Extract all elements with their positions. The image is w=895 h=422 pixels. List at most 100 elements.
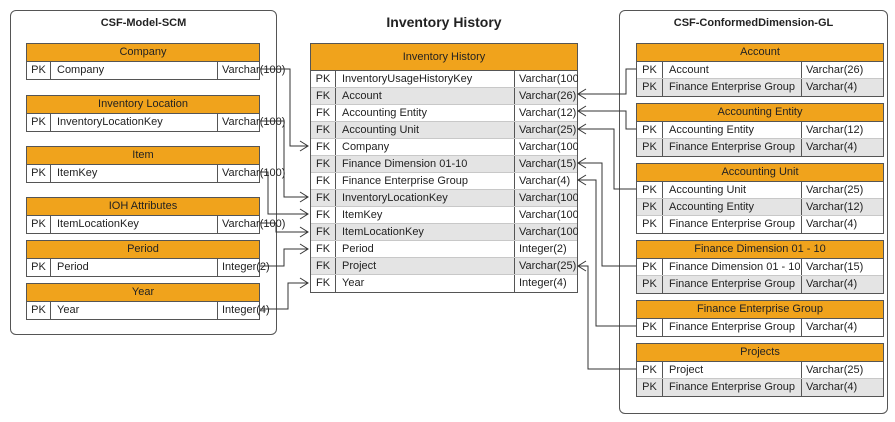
type-cell: Integer(4) [514,275,578,292]
table-row: FK ItemKey Varchar(100) [311,207,578,224]
field-cell: Finance Enterprise Group [342,175,468,187]
crowfoot-accounting-unit [577,123,587,135]
link-account [578,68,636,95]
link-accounting-entity [578,110,636,130]
table-header: IOH Attributes [27,198,259,216]
link-ioh-attributes [260,222,308,233]
key-cell: PK [27,259,51,276]
crowfoot-ioh-attributes [299,226,309,238]
key-cell: PK [637,79,663,96]
key-cell: PK [637,276,663,293]
table-row: PK Project Varchar(25) [637,362,883,379]
table-row: PK Accounting Entity Varchar(12) [637,122,883,139]
key-cell: PK [637,139,663,156]
table-row: PK Finance Enterprise Group Varchar(4) [637,139,883,156]
field-cell: Accounting Entity [669,124,754,136]
key-cell: PK [637,362,663,378]
key-cell: FK [311,207,336,223]
link-projects [578,265,636,370]
field-cell: Finance Enterprise Group [669,321,795,333]
left-group-title: CSF-Model-SCM [100,17,187,29]
type-cell: Varchar(100) [217,165,285,182]
field-cell: InventoryUsageHistoryKey [342,73,473,85]
crowfoot-inventory-location [299,191,309,203]
field-cell: ItemKey [342,209,383,221]
key-cell: FK [311,88,336,104]
table-header: Finance Enterprise Group [637,301,883,319]
table-header: Inventory History [311,44,577,71]
table-header: Company [27,44,259,62]
type-cell: Varchar(4) [801,276,883,293]
key-cell: FK [311,173,336,189]
key-cell: FK [311,139,336,155]
table-header: Year [27,284,259,302]
type-cell: Varchar(100) [514,207,578,223]
field-cell: Project [342,260,377,272]
type-cell: Varchar(100) [217,216,285,233]
crowfoot-year [299,277,309,289]
key-cell: PK [27,216,51,233]
type-cell: Varchar(12) [801,122,883,138]
field-cell: Project [669,364,704,376]
type-cell: Varchar(100) [514,224,578,240]
type-cell: Varchar(100) [217,62,285,79]
type-cell: Integer(2) [514,241,578,257]
type-cell: Varchar(4) [801,216,883,233]
field-cell: ItemLocationKey [57,218,139,230]
type-cell: Varchar(25) [801,362,883,378]
type-cell: Varchar(15) [801,259,883,275]
table-header: Inventory Location [27,96,259,114]
key-cell: PK [637,259,663,275]
key-cell: PK [637,319,663,336]
field-cell: Accounting Unit [669,184,747,196]
type-cell: Varchar(4) [801,319,883,336]
table-header: Account [637,44,883,62]
field-cell: Finance Enterprise Group [669,141,795,153]
key-cell: PK [637,122,663,138]
type-cell: Varchar(100) [514,190,578,206]
type-cell: Varchar(4) [801,379,883,396]
key-cell: PK [27,302,51,319]
type-cell: Varchar(12) [801,199,883,215]
type-cell: Varchar(4) [801,139,883,156]
table-header: Accounting Entity [637,104,883,122]
link-period [260,248,308,267]
field-cell: Period [57,261,89,273]
type-cell: Varchar(25) [514,258,578,274]
key-cell: PK [637,379,663,396]
type-cell: Integer(4) [217,302,285,319]
type-cell: Varchar(100) [514,139,578,155]
type-cell: Varchar(100) [514,71,578,87]
field-cell: ItemKey [57,167,98,179]
table-header: Accounting Unit [637,164,883,182]
key-cell: FK [311,122,336,138]
table-row: PK ItemLocationKey Varchar(100) [27,216,285,233]
crowfoot-account [577,88,587,100]
field-cell: Account [669,64,709,76]
key-cell: FK [311,224,336,240]
table-ioh-attributes: IOH Attributes PK ItemLocationKey Varchar(… [26,197,285,234]
type-cell: Integer(2) [217,259,285,276]
key-cell: PK [637,216,663,233]
key-cell: FK [311,190,336,206]
link-accounting-unit [578,128,636,190]
